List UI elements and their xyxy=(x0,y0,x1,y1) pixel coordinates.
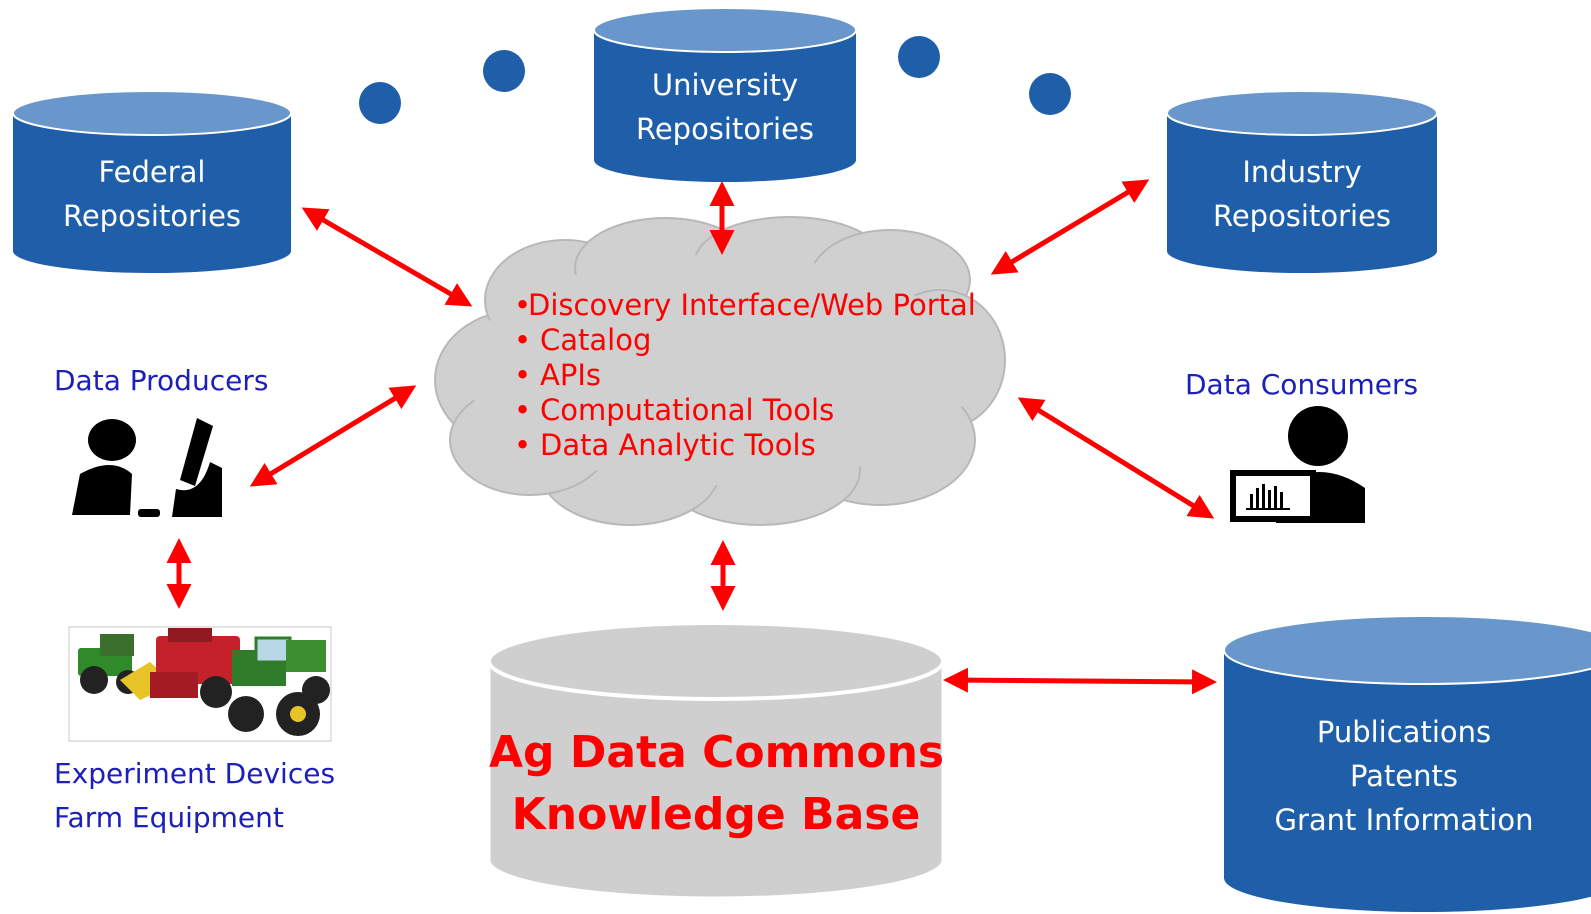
dot xyxy=(1029,73,1071,115)
university-line-1: University xyxy=(651,68,799,102)
federal-line-1: Federal xyxy=(98,155,206,189)
arrow-industry-cloud xyxy=(990,179,1150,275)
ellipsis-dots xyxy=(359,36,1071,124)
cloud-item-text: Computational Tools xyxy=(540,393,835,427)
data-producers-label: Data Producers xyxy=(54,364,269,397)
arrow-federal-cloud xyxy=(301,207,473,307)
university-repository-label: University Repositories xyxy=(594,63,856,151)
cloud-item: •APIs xyxy=(514,358,601,392)
kb-line-2: Knowledge Base xyxy=(511,789,921,840)
publications-label: Publications Patents Grant Information xyxy=(1224,710,1584,842)
cloud-item: •Computational Tools xyxy=(514,393,835,427)
cloud-item-text: Discovery Interface/Web Portal xyxy=(528,288,976,322)
farm-equipment-photo xyxy=(68,626,332,742)
publications-cylinder xyxy=(1223,615,1591,912)
industry-repository-cylinder xyxy=(1166,90,1438,273)
cloud-item: •Discovery Interface/Web Portal xyxy=(514,288,976,322)
publications-line-1: Publications xyxy=(1316,715,1492,749)
dot xyxy=(898,36,940,78)
cloud-item: •Catalog xyxy=(514,323,652,357)
cloud-item-text: Data Analytic Tools xyxy=(540,428,816,462)
kb-line-1: Ag Data Commons xyxy=(489,727,945,778)
data-consumers-label: Data Consumers xyxy=(1185,368,1419,401)
publications-line-2: Patents xyxy=(1349,759,1459,793)
cloud-item: •Data Analytic Tools xyxy=(514,428,816,462)
university-repository-cylinder xyxy=(593,7,857,182)
connector-arrows xyxy=(166,179,1217,695)
services-cloud xyxy=(434,216,1006,526)
industry-line-2: Repositories xyxy=(1212,199,1392,233)
federal-line-2: Repositories xyxy=(62,199,242,233)
equipment-line-1: Experiment Devices xyxy=(54,757,336,790)
cloud-item-text: APIs xyxy=(540,358,601,392)
knowledge-base-cylinder xyxy=(487,621,945,900)
equipment-label: Experiment Devices Farm Equipment xyxy=(54,752,335,840)
industry-repository-label: Industry Repositories xyxy=(1167,150,1437,238)
arrow-producers-cloud xyxy=(249,385,417,487)
federal-repository-cylinder xyxy=(12,90,292,273)
university-line-2: Repositories xyxy=(635,112,815,146)
cloud-services-list: •Discovery Interface/Web Portal •Catalog… xyxy=(514,288,976,463)
federal-repository-label: Federal Repositories xyxy=(13,150,291,238)
person-with-chart-monitor-icon xyxy=(1230,406,1365,523)
publications-line-3: Grant Information xyxy=(1274,803,1534,837)
dot xyxy=(483,50,525,92)
cloud-item-text: Catalog xyxy=(540,323,652,357)
arrow-consumers-cloud xyxy=(1017,397,1215,519)
person-at-desk-icon xyxy=(72,418,222,517)
knowledge-base-label: Ag Data Commons Knowledge Base xyxy=(489,722,945,846)
industry-line-1: Industry xyxy=(1242,155,1362,189)
dot xyxy=(359,82,401,124)
equipment-line-2: Farm Equipment xyxy=(54,801,284,834)
arrow-kb-publications xyxy=(943,667,1217,695)
